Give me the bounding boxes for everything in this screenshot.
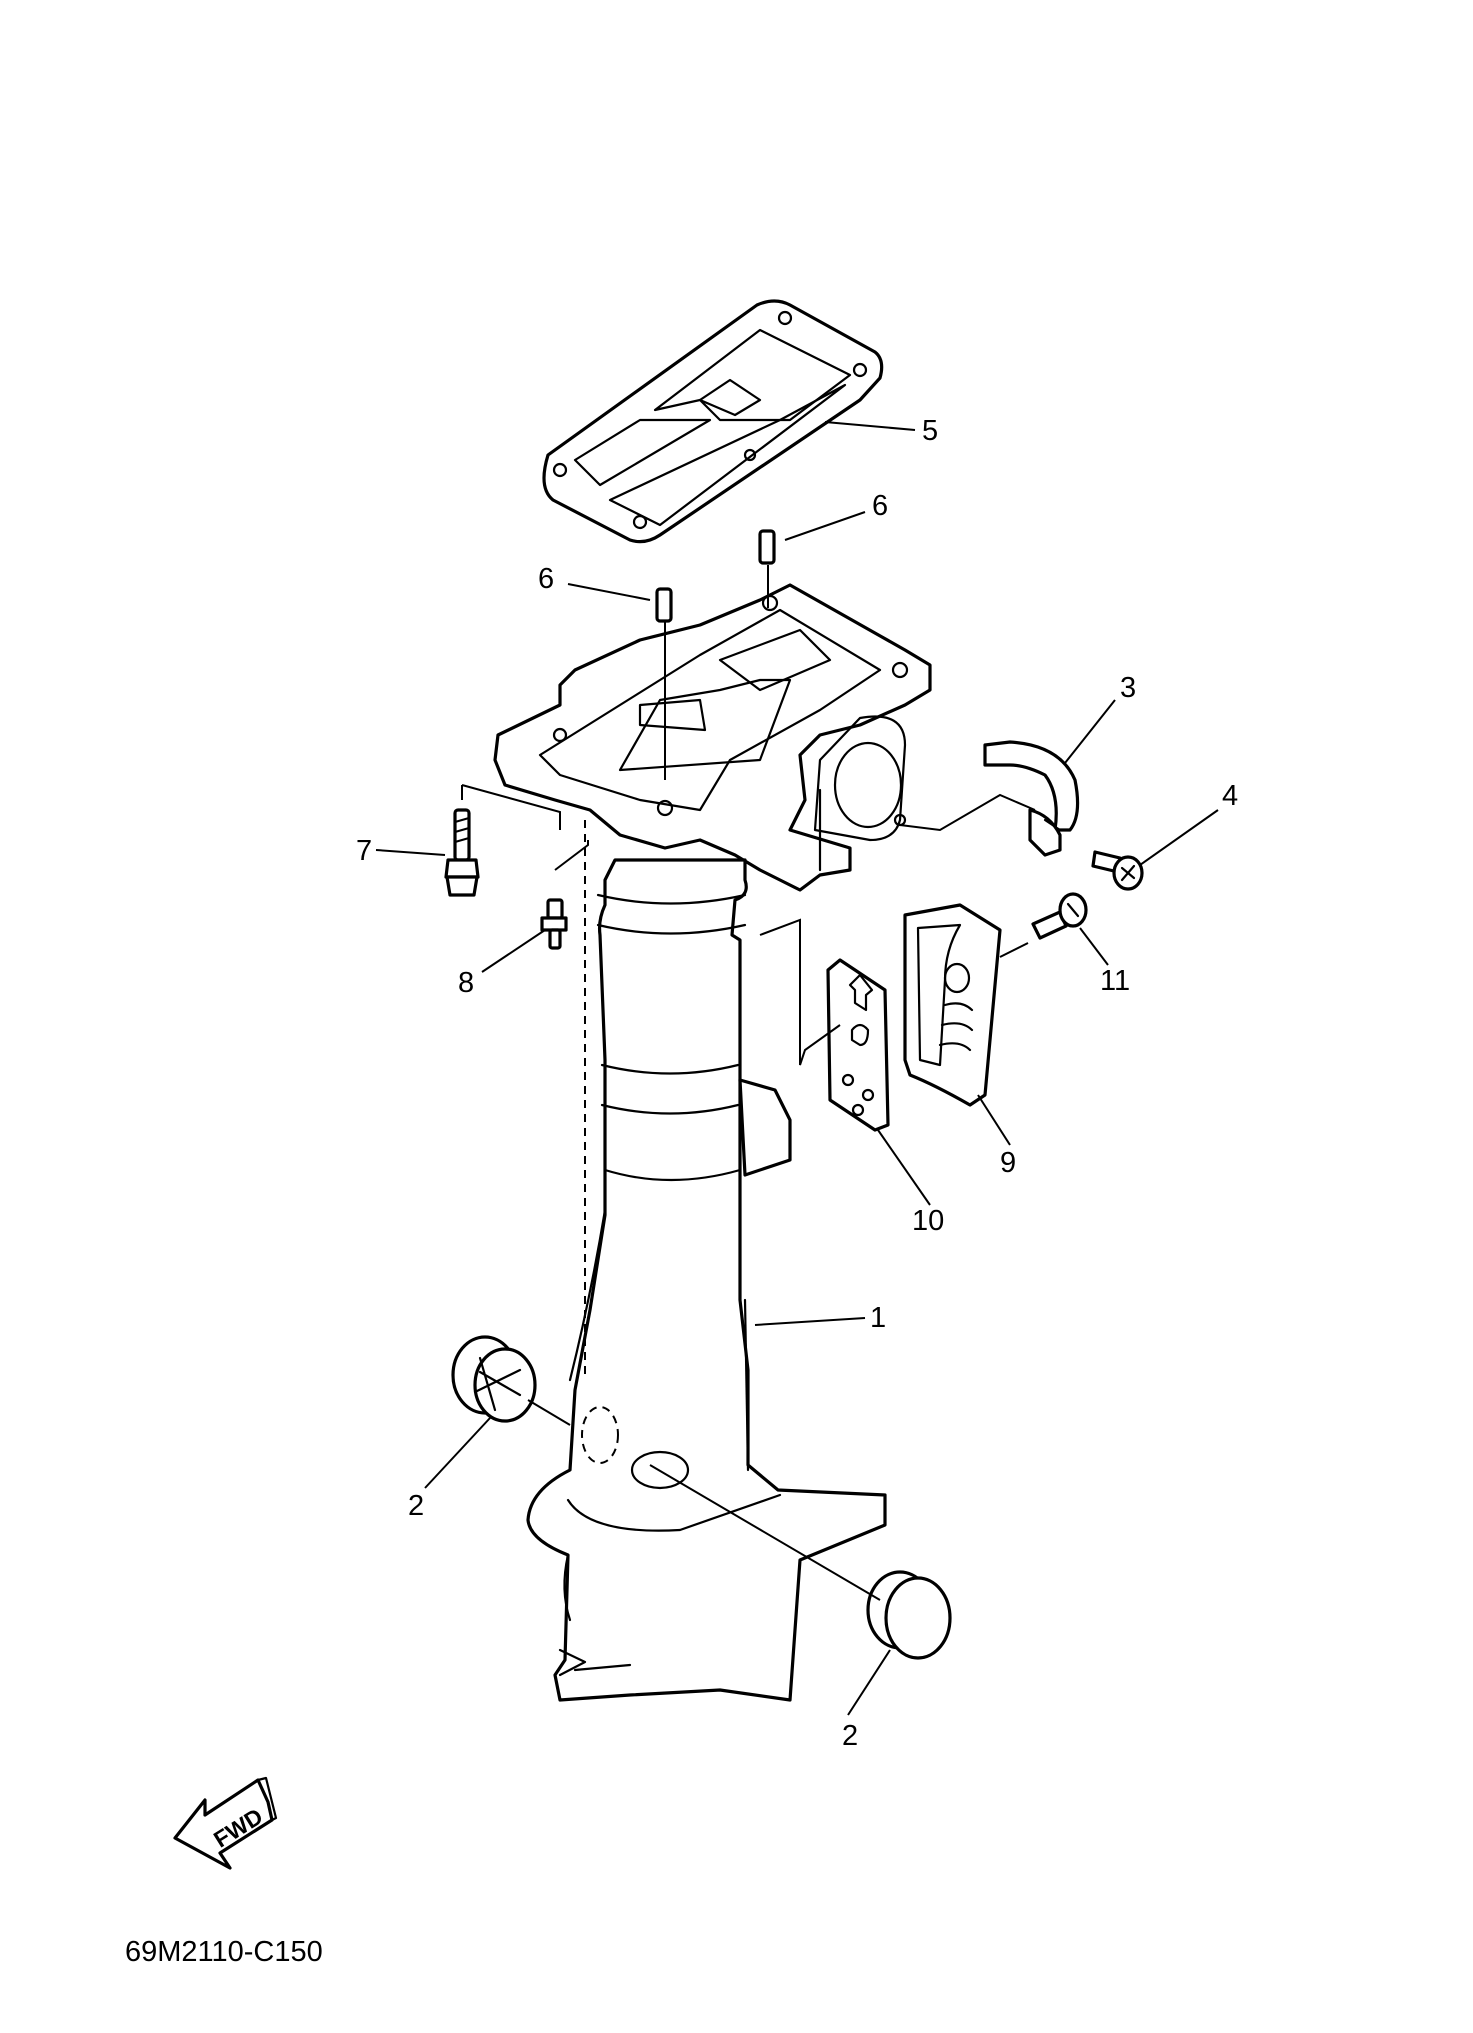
label-part-2b: 2 [842,1720,858,1752]
drive-shaft-housing-part-1 [526,858,887,1702]
label-part-1: 1 [870,1302,886,1334]
grommet-part-2b [866,1570,952,1660]
label-part-5: 5 [922,415,938,447]
dowel-pin-part-6a [758,529,776,565]
fitting-part-8 [540,898,568,950]
upper-mount-casting [493,583,932,892]
gasket-part-5 [542,299,884,544]
label-part-4: 4 [1222,780,1238,812]
leader-lines [375,421,1219,1716]
clamp-bracket-part-3 [983,740,1080,857]
bolt-part-7 [444,808,480,897]
label-part-10: 10 [912,1205,944,1237]
cover-part-9 [903,903,1002,1107]
label-part-6b: 6 [538,563,554,595]
grommet-part-2a [451,1335,537,1423]
label-part-6a: 6 [872,490,888,522]
plate-part-10 [826,958,890,1132]
label-part-7: 7 [356,835,372,867]
screw-part-4 [1091,850,1144,891]
label-part-9: 9 [1000,1147,1016,1179]
label-part-8: 8 [458,967,474,999]
label-part-11: 11 [1100,965,1130,997]
label-part-3: 3 [1120,672,1136,704]
dowel-pin-part-6b [655,587,673,623]
drawing-code: 69M2110-C150 [125,1936,323,1968]
label-part-2a: 2 [408,1490,424,1522]
forward-arrow-icon: FWD [173,1776,278,1870]
screw-part-11 [1031,892,1088,940]
